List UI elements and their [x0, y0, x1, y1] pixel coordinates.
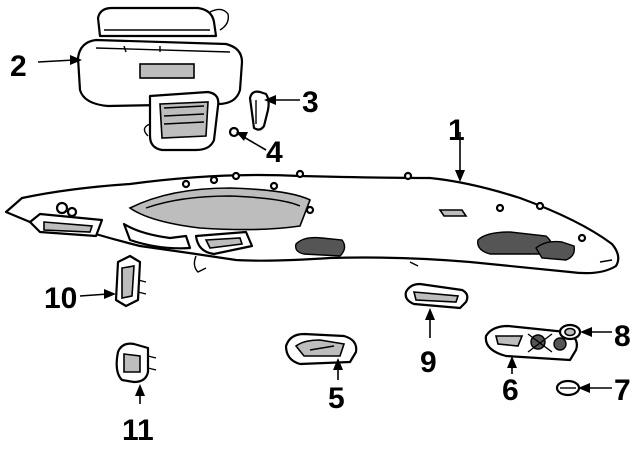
- dome-lamp-lens: [404, 282, 469, 310]
- callout-3: 3: [302, 86, 319, 119]
- map-lamp: [284, 332, 358, 366]
- callout-7: 7: [614, 374, 631, 407]
- callout-1: 1: [448, 114, 465, 147]
- connector: [115, 342, 157, 384]
- callout-6: 6: [502, 374, 519, 407]
- callout-numbers: 1 2 3 4 5 6 7 8 9 10 11: [10, 50, 631, 447]
- bracket: [114, 254, 147, 308]
- callout-8: 8: [614, 320, 631, 353]
- callout-11: 11: [122, 414, 154, 447]
- sun-visor: [76, 6, 244, 108]
- callout-5: 5: [328, 382, 345, 415]
- callout-4: 4: [266, 136, 283, 169]
- reading-lamp: [484, 324, 578, 362]
- overhead-console: [143, 90, 220, 152]
- bulb-7: [555, 379, 581, 397]
- leader-lines: [37, 55, 612, 404]
- visor-clip: [248, 90, 270, 131]
- headliner: [4, 169, 620, 275]
- callout-9: 9: [420, 346, 437, 379]
- callout-10: 10: [44, 282, 77, 315]
- bulb-8: [558, 323, 582, 341]
- callout-2: 2: [10, 50, 27, 83]
